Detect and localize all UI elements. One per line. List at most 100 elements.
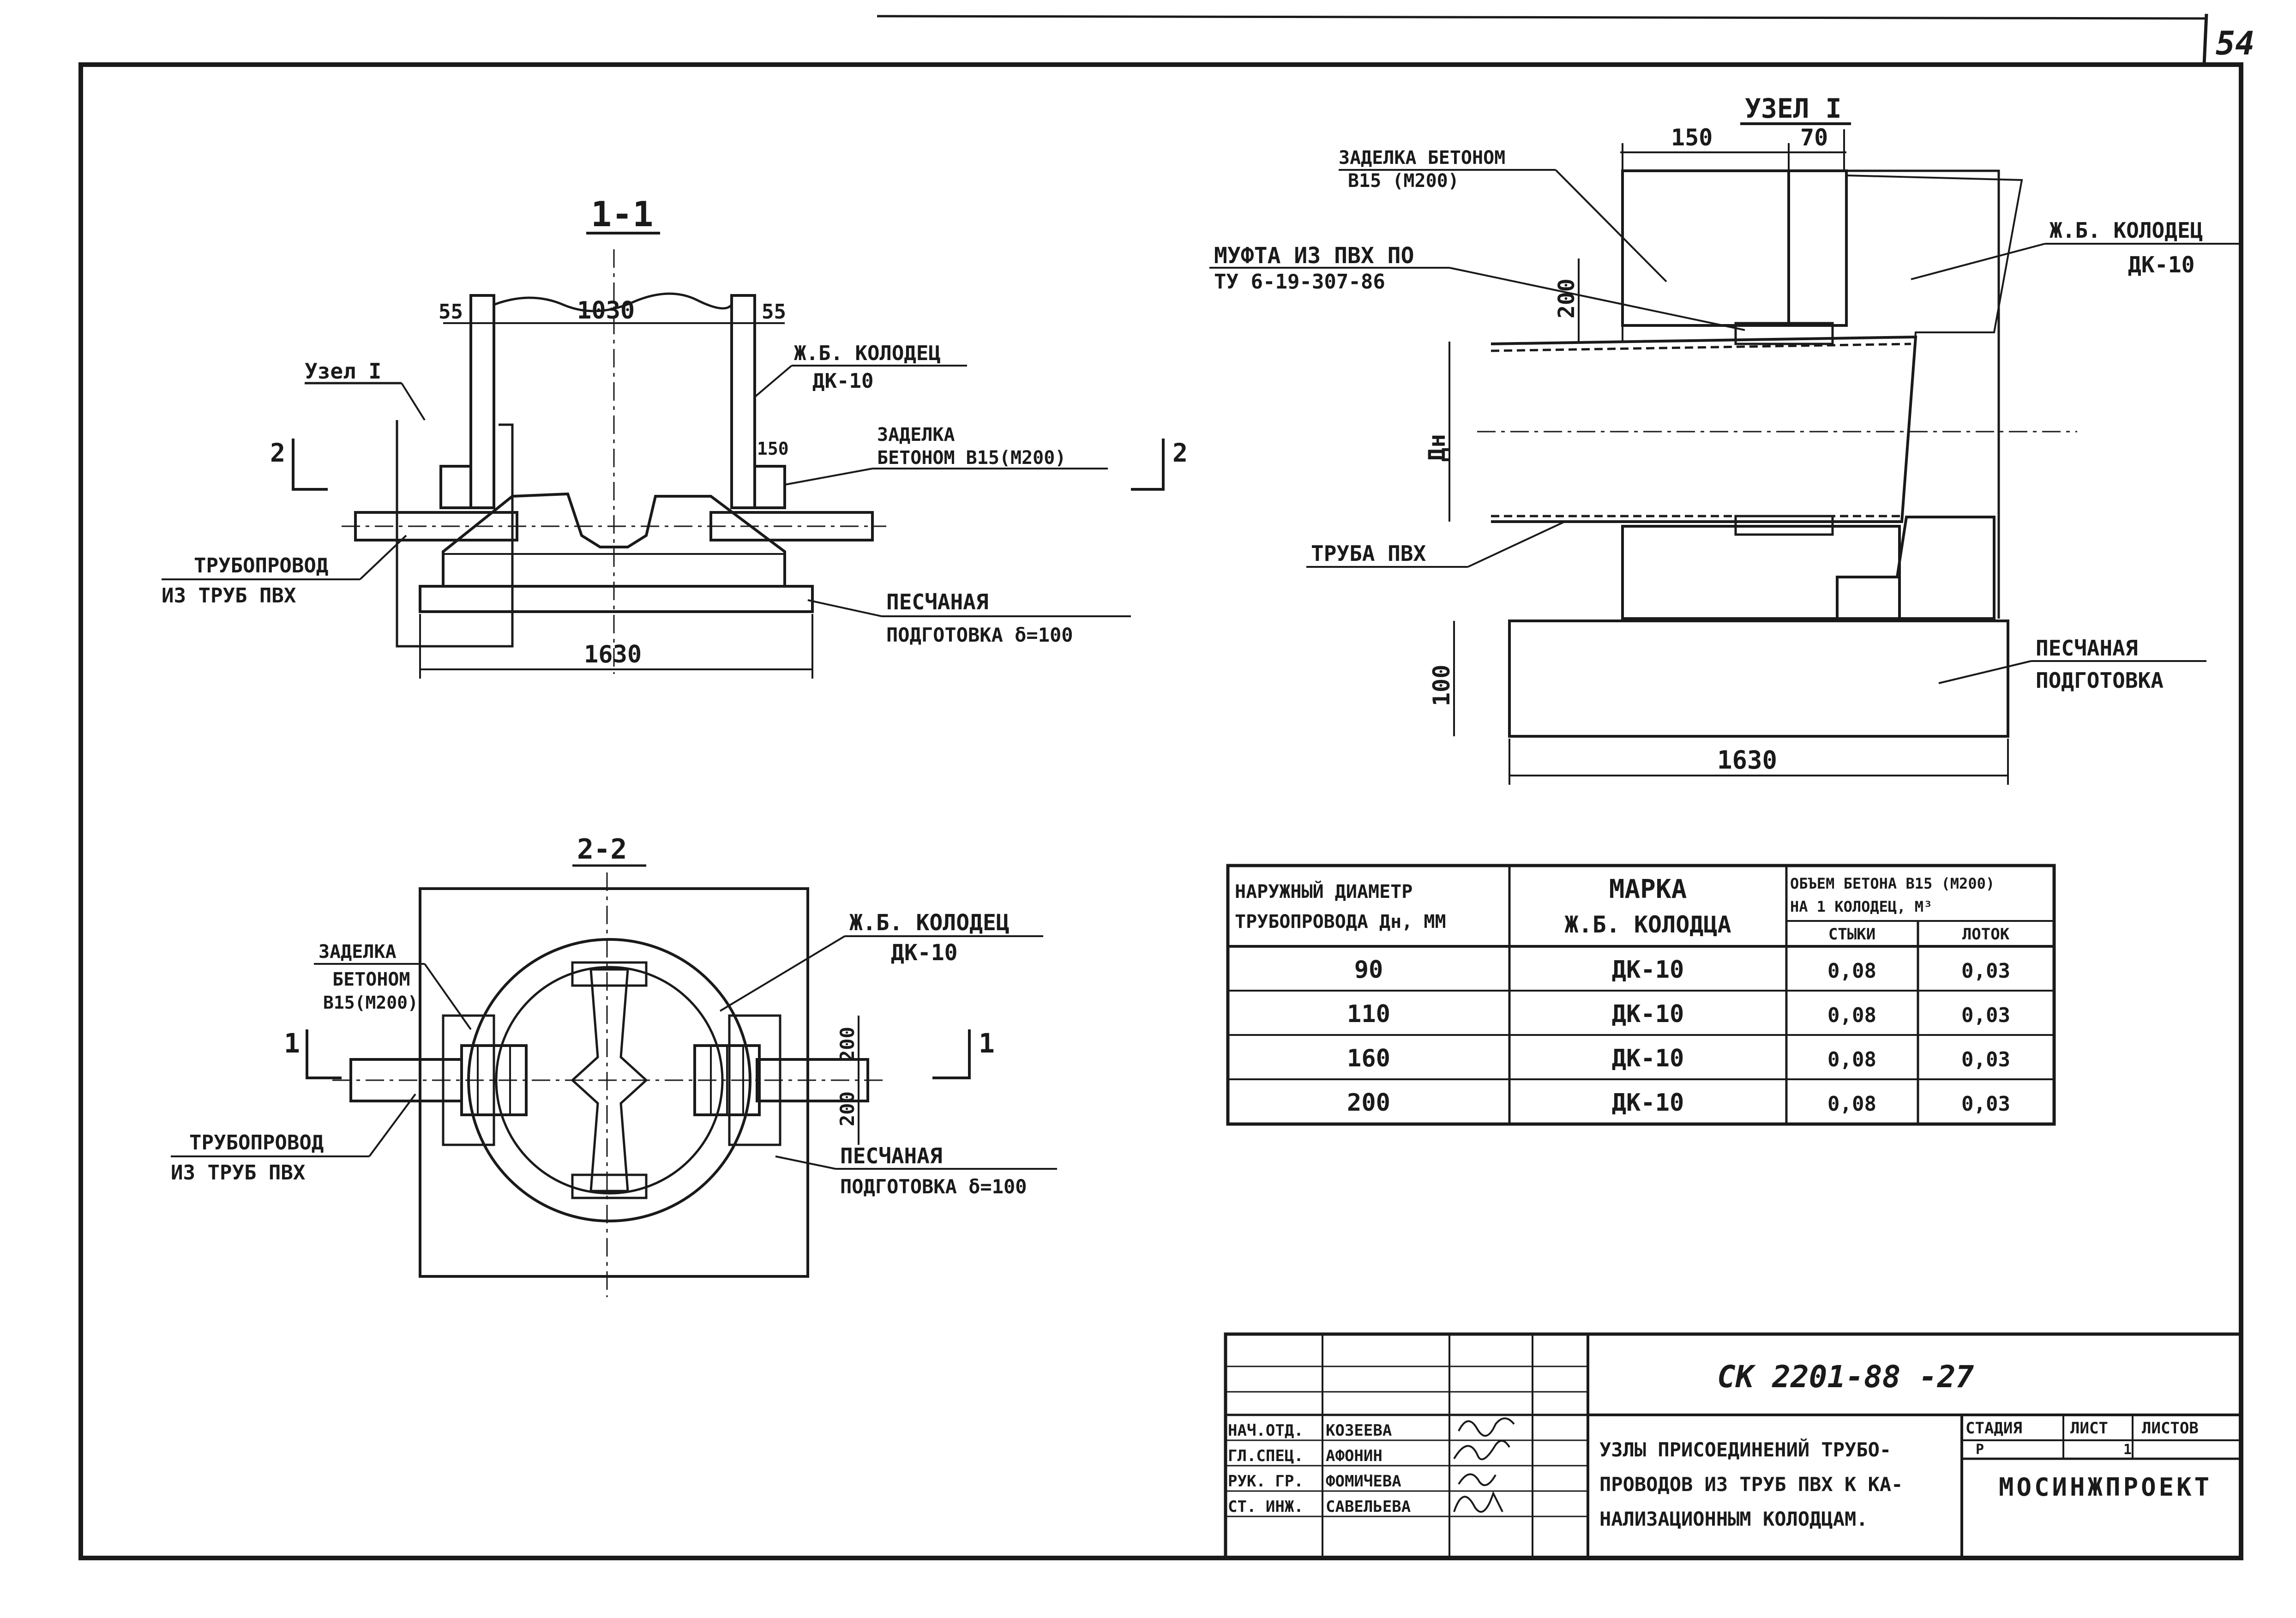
well-wall-lower-hatched	[1836, 516, 1995, 620]
node-detail: УЗЕЛ I 150 70 200 Дн 100 1630 ЗАДЕЛКА БЕ…	[1209, 93, 2239, 785]
header-tray: ЛОТОК	[1962, 925, 2010, 944]
sand-bedding	[419, 585, 814, 613]
cut-mark-left: 1	[284, 1028, 300, 1059]
row-2-joints: 0,08	[1827, 1004, 1876, 1027]
coupling-upper	[1734, 322, 1834, 345]
well-label-line2: ДК-10	[891, 940, 958, 966]
joint-concrete-right	[753, 465, 786, 509]
section-1-1: 1-1 55 1030 55 150 1630 Узел I 2 2 Ж.Б. …	[162, 194, 1188, 679]
dim-200-lower: 200	[836, 1091, 859, 1126]
sand-leader	[775, 1155, 836, 1170]
well-wall-outline	[1846, 169, 2000, 619]
row-1-tray: 0,03	[1961, 959, 2010, 983]
node-ref: Узел I	[305, 359, 381, 384]
section-2-2: 2-2 200 200 1 1 ЗАДЕЛКА БЕТОНОМ В15(М200…	[171, 833, 1057, 1297]
concrete-leader	[424, 963, 472, 1030]
row-3-mark: ДК-10	[1612, 1045, 1684, 1072]
sheet-label: ЛИСТ	[2070, 1419, 2108, 1438]
concrete-label-line1: ЗАДЕЛКА	[319, 941, 397, 962]
coupling-label-line2: ТУ 6-19-307-86	[1214, 270, 1385, 294]
dim-wall-right: 55	[762, 300, 786, 324]
sand-label-line2: ПОДГОТОВКА δ=100	[886, 624, 1073, 646]
dim-70: 70	[1800, 124, 1828, 151]
dim-150: 150	[757, 439, 789, 459]
dim-wall-left: 55	[439, 300, 463, 324]
well-leader	[1911, 243, 2045, 280]
dim-200: 200	[1554, 278, 1580, 319]
well-wall-right	[730, 294, 756, 509]
coupling-lower	[1734, 515, 1834, 536]
joint-concrete-left	[439, 465, 472, 509]
header-volume-line2: НА 1 КОЛОДЕЦ, М³	[1790, 898, 1932, 915]
lower-concrete	[1621, 525, 1901, 620]
cut-mark-right: 1	[979, 1028, 995, 1059]
row-2-dn: 110	[1347, 1000, 1390, 1028]
signature-2	[1453, 1440, 1510, 1461]
spec-table: НАРУЖНЫЙ ДИАМЕТР ТРУБОПРОВОДА Дн, ММ МАР…	[1226, 864, 2056, 1126]
title-block: СК 2201-88 -27 УЗЛЫ ПРИСОЕДИНЕНИЙ ТРУБО-…	[1224, 1332, 2243, 1560]
sand-label-line1: ПЕСЧАНАЯ	[2036, 636, 2138, 661]
well-label-line2: ДК-10	[2128, 252, 2195, 278]
well-label-line2: ДК-10	[812, 369, 873, 393]
row-4-mark: ДК-10	[1612, 1089, 1684, 1117]
dim-base: 1630	[1717, 746, 1777, 775]
sheets-label: ЛИСТОВ	[2142, 1419, 2199, 1438]
concrete-label-line3: В15(М200)	[323, 992, 418, 1013]
well-wall-left	[469, 294, 495, 509]
dim-dn: Дн	[1424, 434, 1450, 462]
dim-200-upper: 200	[836, 1027, 859, 1062]
sheet-number-divider	[2202, 13, 2208, 65]
sheet-number: 54	[2216, 24, 2254, 62]
well-leader	[719, 935, 846, 1012]
dim-inner: 1030	[577, 297, 635, 325]
sheet-top-edge	[877, 15, 2207, 20]
staff-3-role: РУК. ГР.	[1228, 1472, 1304, 1491]
signature-4	[1453, 1491, 1503, 1513]
header-volume-line1: ОБЪЕМ БЕТОНА В15 (М200)	[1790, 875, 1995, 892]
pipeline-leader	[359, 535, 407, 580]
cut-mark-right: 2	[1172, 438, 1188, 468]
node-ref-leader	[401, 382, 426, 421]
row-1-dn: 90	[1354, 956, 1383, 984]
sheet-value: 1	[2123, 1442, 2132, 1458]
sand-label-line1: ПЕСЧАНАЯ	[886, 589, 989, 614]
concrete-label-line1: ЗАДЕЛКА БЕТОНОМ	[1339, 147, 1505, 168]
title-line-3: НАЛИЗАЦИОННЫМ КОЛОДЦАМ.	[1599, 1508, 1868, 1530]
title-line-1: УЗЛЫ ПРИСОЕДИНЕНИЙ ТРУБО-	[1599, 1438, 1891, 1461]
pipeline-label-line2: ИЗ ТРУБ ПВХ	[162, 584, 296, 608]
sand-bedding	[1508, 620, 2009, 738]
staff-2-name: АФОНИН	[1326, 1447, 1382, 1465]
org-name: МОСИНЖПРОЕКТ	[1999, 1473, 2212, 1502]
header-mark-line2: Ж.Б. КОЛОДЦА	[1564, 911, 1731, 938]
stage-value: Р	[1976, 1442, 1984, 1458]
coupling-label-line1: МУФТА ИЗ ПВХ ПО	[1214, 243, 1414, 269]
title-line-2: ПРОВОДОВ ИЗ ТРУБ ПВХ К КА-	[1599, 1473, 1903, 1496]
step-bottom	[571, 1173, 648, 1199]
stage-label: СТАДИЯ	[1965, 1419, 2022, 1438]
table-border	[1226, 864, 2056, 1126]
row-4-joints: 0,08	[1827, 1092, 1876, 1116]
pipe-leader	[1467, 521, 1565, 568]
well-label-line1: Ж.Б. КОЛОДЕЦ	[849, 910, 1010, 936]
pipeline-leader	[368, 1093, 416, 1157]
sand-label-line2: ПОДГОТОВКА	[2036, 668, 2164, 693]
pipeline-label-line1: ТРУБОПРОВОД	[189, 1131, 324, 1155]
tray-channel-plan	[571, 968, 648, 1192]
title-block-border	[1224, 1332, 2243, 1560]
staff-3-name: ФОМИЧЕВА	[1326, 1472, 1401, 1491]
header-mark-line1: МАРКА	[1609, 874, 1687, 904]
well-label-line1: Ж.Б. КОЛОДЕЦ	[794, 342, 941, 365]
concrete-label-line2: БЕТОНОМ	[332, 969, 410, 990]
node-callout-bracket	[396, 420, 514, 648]
well-break-line	[1846, 174, 2023, 517]
dim-base: 1630	[584, 641, 642, 668]
pipeline-label-line1: ТРУБОПРОВОД	[194, 554, 328, 577]
signature-3	[1458, 1473, 1497, 1486]
cut-mark-left: 2	[270, 438, 285, 468]
staff-1-role: НАЧ.ОТД.	[1228, 1421, 1304, 1440]
staff-4-name: САВЕЛЬЕВА	[1326, 1498, 1411, 1516]
concrete-leader	[784, 468, 873, 486]
sand-leader	[807, 599, 882, 617]
header-joints: СТЫКИ	[1828, 925, 1875, 944]
